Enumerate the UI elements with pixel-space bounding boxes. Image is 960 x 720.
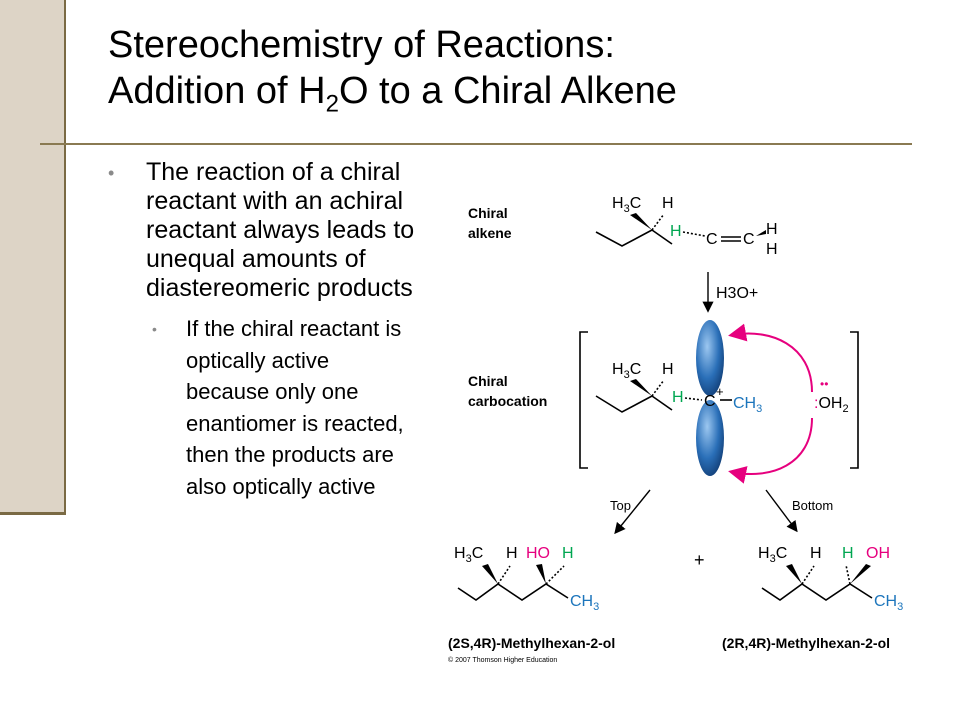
product-left-name: (2S,4R)-Methylhexan-2-ol	[448, 635, 615, 651]
product-right-structure: H3C H H OH CH3	[758, 545, 903, 613]
cation-wedge-bond	[630, 379, 652, 396]
pl-h-atom: H	[506, 545, 518, 562]
lone-pair-dots: ••	[820, 377, 828, 391]
pl-methyl-group: H3C	[454, 545, 483, 565]
bracket-left	[579, 331, 588, 469]
carbocation-label-line-2: carbocation	[468, 393, 547, 409]
alkene-dash-h	[682, 231, 706, 237]
pl-ho-group: HO	[526, 545, 550, 562]
p-orbital-bottom-lobe	[696, 400, 724, 476]
alkene-label-line-1: Chiral	[468, 205, 508, 221]
p-orbital-top-lobe	[696, 320, 724, 396]
bullet-sub: If the chiral reactant is optically acti…	[146, 313, 406, 502]
cation-methyl-group: H3C	[612, 361, 641, 381]
pl-green-h: H	[562, 545, 574, 562]
carbocation-structure: H3C H H C + CH3 :OH2 ••	[595, 320, 849, 484]
title-subscript: 2	[325, 90, 339, 118]
cation-ch3: CH3	[733, 395, 762, 415]
copyright-notice: © 2007 Thomson Higher Education	[448, 656, 557, 664]
alkene-terminal-h-top: H	[766, 221, 778, 238]
pr-green-h: H	[842, 545, 854, 562]
pl-wedge-2	[536, 564, 546, 584]
cation-dash-bond	[651, 379, 665, 397]
product-right-name: (2R,4R)-Methylhexan-2-ol	[722, 635, 890, 651]
alkene-terminal-wedge	[756, 230, 766, 236]
cation-h-atom: H	[662, 361, 674, 378]
pr-wedge-2	[850, 564, 871, 584]
alkene-carbon-1: C	[706, 231, 718, 248]
reagent-label: H3O+	[716, 285, 758, 302]
bracket-right	[850, 331, 859, 469]
pr-dash-2	[845, 564, 851, 585]
pr-oh-group: OH	[866, 545, 890, 562]
cation-chain-bonds	[595, 395, 653, 413]
alkene-green-h: H	[670, 223, 682, 240]
cation-green-h: H	[672, 389, 684, 406]
reagent-label-text: H3O+	[716, 285, 758, 302]
alkene-terminal-h-bottom: H	[766, 241, 778, 258]
product-left-structure: H3C H HO H CH3	[454, 545, 599, 613]
pr-chain-bonds	[761, 583, 873, 601]
pr-ch3: CH3	[874, 593, 903, 613]
pr-methyl-group: H3C	[758, 545, 787, 565]
attack-arrow-bottom	[728, 417, 813, 484]
pl-wedge-1	[482, 564, 498, 584]
pl-dash-2	[545, 565, 565, 585]
alkene-structure: H3C H H C C H H	[595, 195, 778, 258]
title-line-2-suffix: O to a Chiral Alkene	[338, 70, 677, 112]
sidebar-decoration	[0, 0, 64, 515]
top-label: Top	[610, 498, 631, 513]
sidebar-edge-line	[64, 0, 66, 515]
title-line-1: Stereochemistry of Reactions:	[108, 24, 615, 66]
bottom-label: Bottom	[792, 498, 833, 513]
cation-carbon: C	[704, 393, 716, 410]
pr-h-atom: H	[810, 545, 822, 562]
slide-title: Stereochemistry of Reactions: Addition o…	[108, 22, 928, 128]
alkene-chain-bonds	[595, 229, 653, 247]
plus-sign: +	[694, 550, 705, 570]
alkene-carbon-2: C	[743, 231, 755, 248]
pl-ch3: CH3	[570, 593, 599, 613]
title-line-2: Addition of H2O to a Chiral Alkene	[108, 68, 928, 128]
alkene-dash-bond	[651, 213, 665, 231]
cation-dash-h	[684, 397, 703, 401]
top-attack-arrow	[614, 489, 651, 535]
bottom-attack-arrow	[765, 489, 798, 533]
pr-wedge-1	[786, 564, 802, 584]
cation-charge: +	[716, 384, 724, 399]
water-nucleophile: :OH2	[814, 395, 849, 415]
reaction-diagram: Chiral alkene H3C H H C C H H H3O+ Chira…	[448, 195, 903, 664]
alkene-ring-bond	[651, 229, 673, 245]
title-divider	[40, 143, 912, 145]
alkene-h-atom: H	[662, 195, 674, 212]
pr-dash-1	[801, 565, 815, 585]
cation-ring-bond	[651, 395, 673, 411]
pl-dash-1	[497, 565, 511, 585]
alkene-methyl-group: H3C	[612, 195, 641, 215]
attack-arrow-top	[728, 323, 813, 393]
bullet-main: The reaction of a chiral reactant with a…	[108, 158, 438, 303]
carbocation-label-line-1: Chiral	[468, 373, 508, 389]
pl-chain-bonds	[457, 583, 569, 601]
title-line-2-prefix: Addition of H	[108, 70, 326, 112]
bullet-list: The reaction of a chiral reactant with a…	[108, 158, 438, 502]
alkene-wedge-bond	[630, 213, 652, 230]
alkene-label-line-2: alkene	[468, 225, 512, 241]
